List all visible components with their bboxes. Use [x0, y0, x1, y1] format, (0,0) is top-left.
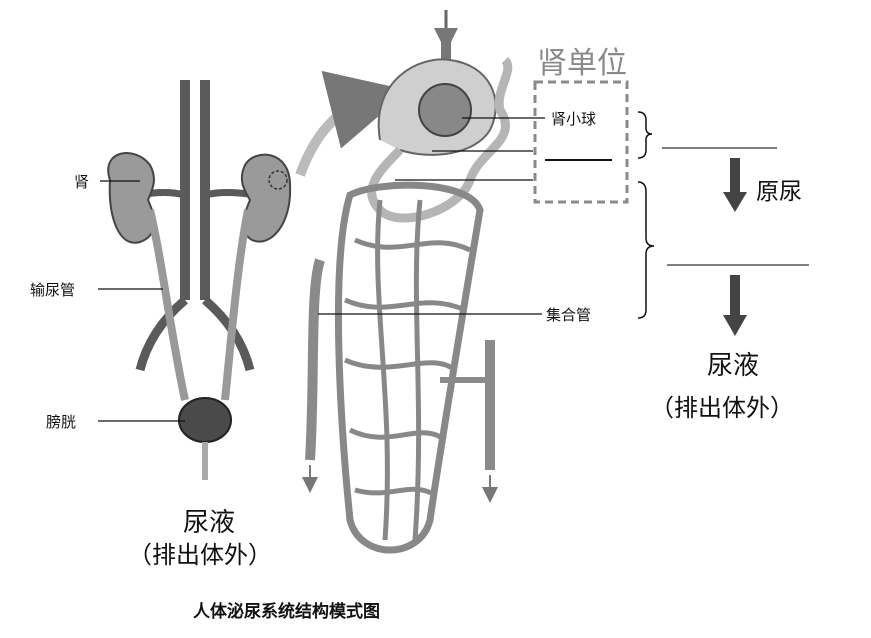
label-bladder: 膀胱 — [46, 413, 77, 431]
label-urine-right: 尿液 — [707, 351, 760, 381]
brace-lower — [637, 181, 655, 319]
right-kidney — [240, 153, 292, 243]
nephron-illustration — [302, 10, 513, 554]
label-ureter: 输尿管 — [30, 281, 76, 299]
label-glomerulus: 肾小球 — [551, 110, 597, 128]
label-urine-left: 尿液 — [183, 508, 236, 538]
label-urine-right-sub: （排出体外） — [650, 394, 794, 422]
label-urine-left-sub: （排出体外） — [128, 541, 272, 569]
ureter-left — [146, 209, 189, 401]
ureter-right — [221, 209, 252, 401]
arrow-urine — [723, 275, 747, 336]
caption: 人体泌尿系统结构模式图 — [193, 602, 380, 622]
brace-upper — [637, 111, 653, 159]
nephron-box — [533, 80, 629, 204]
arrow-primary-urine — [723, 158, 747, 212]
label-collecting-duct: 集合管 — [546, 306, 592, 324]
bladder-shape — [178, 397, 232, 443]
label-nephron: 肾单位 — [537, 46, 627, 81]
label-kidney: 肾 — [74, 173, 90, 191]
urinary-organs-illustration — [107, 70, 409, 480]
label-primary-urine: 原尿 — [756, 179, 802, 205]
left-kidney — [107, 152, 156, 244]
collecting-duct — [305, 258, 325, 461]
